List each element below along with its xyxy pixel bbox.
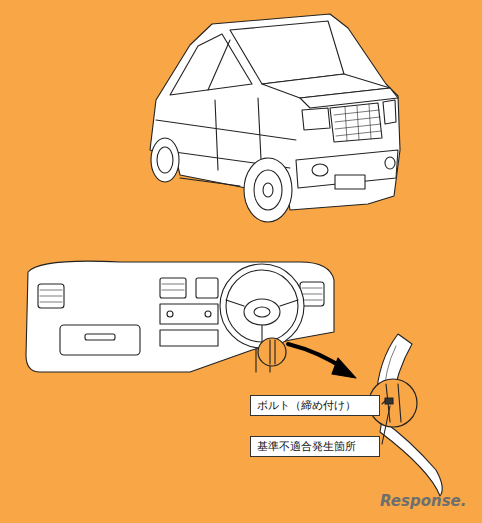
- dashboard-drawing: [26, 261, 334, 372]
- watermark: Response.: [380, 492, 466, 510]
- leader-line: [382, 406, 390, 444]
- label-box: ボルト（締め付け）: [250, 395, 380, 416]
- steering-column: [270, 340, 275, 364]
- arrow-head: [332, 358, 356, 378]
- label-box: 基準不適合発生箇所: [250, 436, 380, 457]
- leader-line: [382, 401, 385, 404]
- bolt: [385, 398, 393, 404]
- vehicle-drawing: [150, 14, 400, 222]
- label-text: 基準不適合発生箇所: [257, 439, 373, 454]
- zoom-circle: [258, 338, 286, 366]
- label-text: ボルト（締め付け）: [257, 398, 373, 413]
